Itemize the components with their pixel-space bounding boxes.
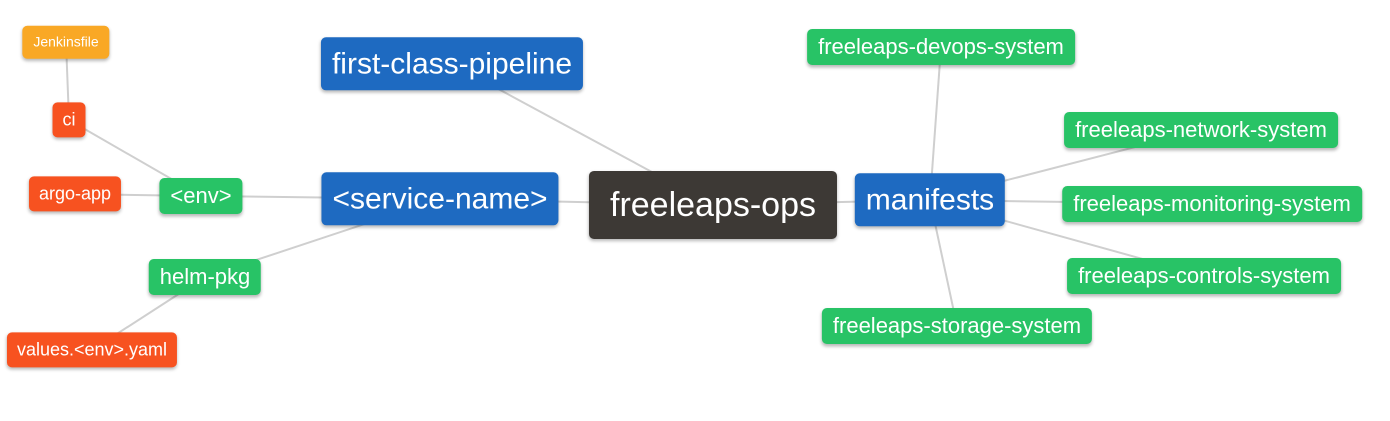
node-helm-pkg[interactable]: helm-pkg <box>148 259 262 295</box>
node-ci[interactable]: ci <box>52 102 86 138</box>
node-freeleaps-devops-system[interactable]: freeleaps-devops-system <box>807 29 1075 65</box>
node-service-name[interactable]: <service-name> <box>321 172 559 226</box>
node-argo-app[interactable]: argo-app <box>28 176 122 212</box>
node-freeleaps-network-system[interactable]: freeleaps-network-system <box>1064 112 1338 148</box>
node-env[interactable]: <env> <box>159 178 243 214</box>
node-values-env-yaml[interactable]: values.<env>.yaml <box>6 332 178 368</box>
node-freeleaps-monitoring-system[interactable]: freeleaps-monitoring-system <box>1062 186 1362 222</box>
node-freeleaps-controls-system[interactable]: freeleaps-controls-system <box>1067 258 1341 294</box>
node-manifests[interactable]: manifests <box>854 173 1006 227</box>
node-jenkinsfile[interactable]: Jenkinsfile <box>22 25 110 59</box>
node-freeleaps-ops[interactable]: freeleaps-ops <box>588 170 838 240</box>
node-first-class-pipeline[interactable]: first-class-pipeline <box>320 37 584 91</box>
node-freeleaps-storage-system[interactable]: freeleaps-storage-system <box>821 308 1093 344</box>
